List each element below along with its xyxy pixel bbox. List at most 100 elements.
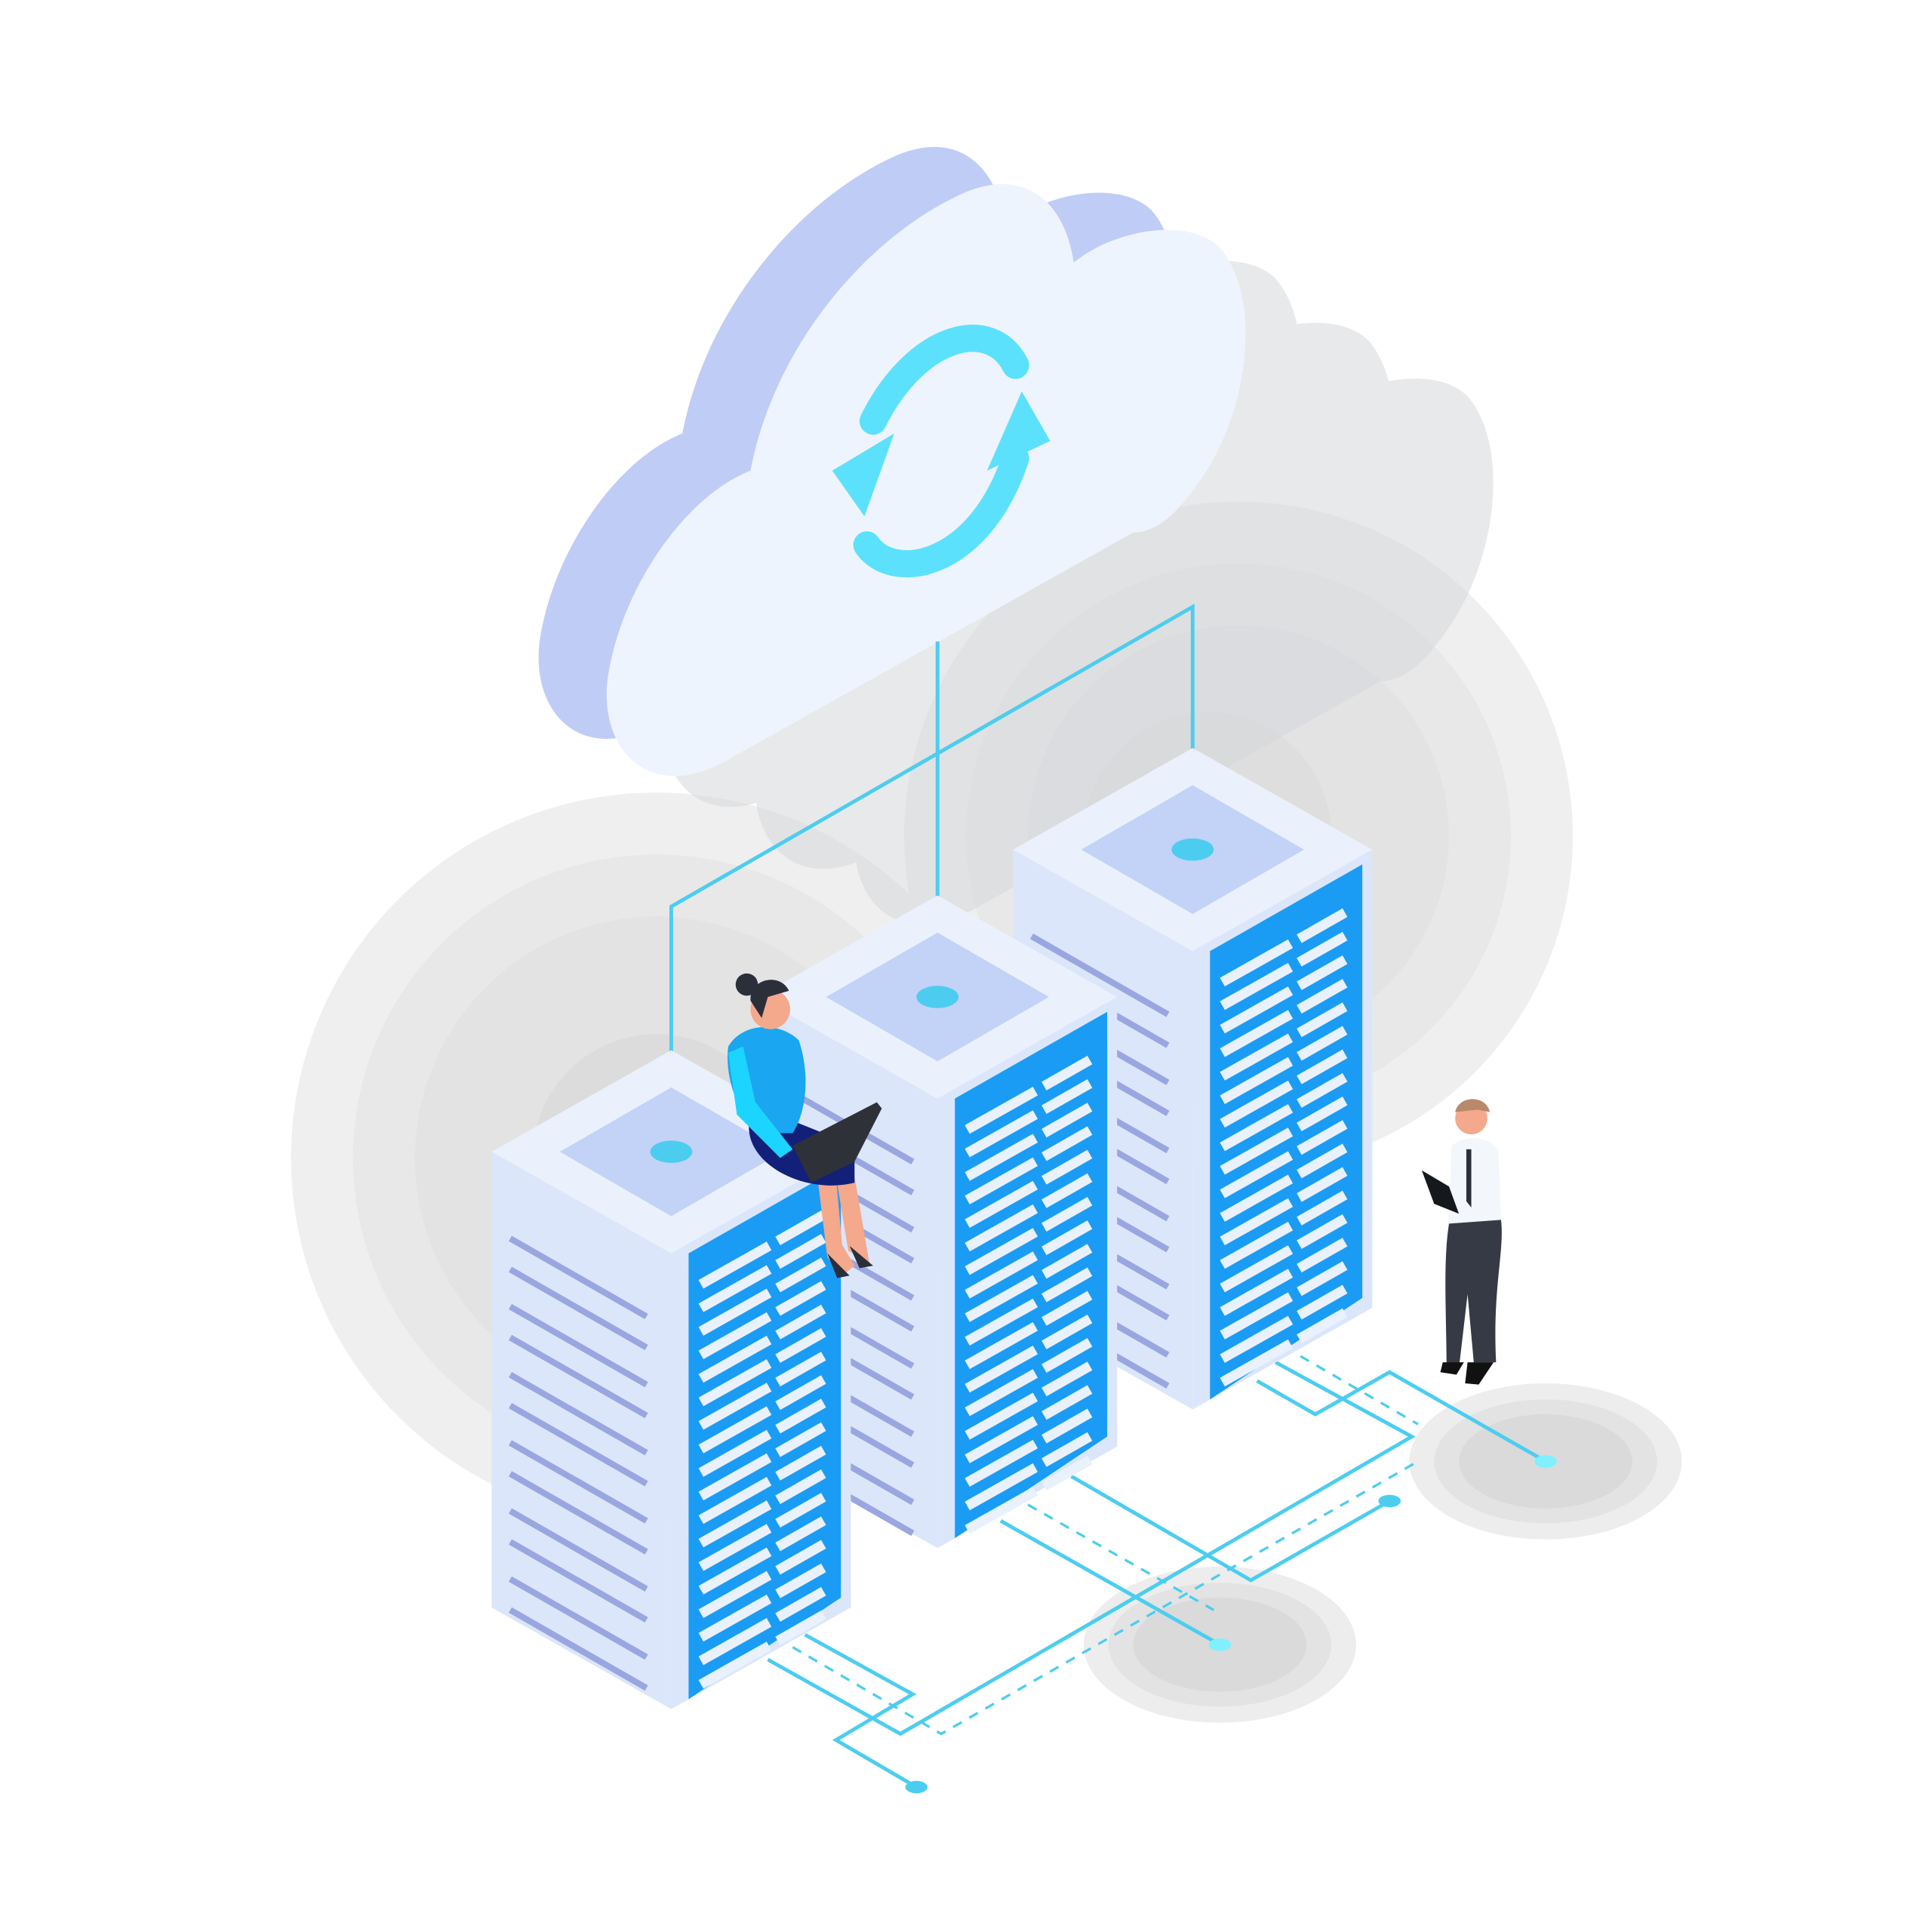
rack-slot bbox=[1220, 1269, 1294, 1316]
rack-slot bbox=[775, 1398, 826, 1434]
rack-slot bbox=[964, 1110, 1038, 1158]
rack-slot bbox=[1041, 1103, 1093, 1138]
rack-slot bbox=[1220, 1339, 1294, 1387]
rack-slot bbox=[775, 1611, 826, 1646]
rack-slot bbox=[1220, 1057, 1294, 1104]
rack-connector bbox=[1171, 838, 1214, 861]
rack-slot bbox=[1220, 1033, 1294, 1081]
rack-slot bbox=[698, 1547, 772, 1595]
rack-slot bbox=[698, 1571, 772, 1618]
rack-slot bbox=[775, 1540, 826, 1575]
cloud-face bbox=[606, 184, 1246, 777]
rack-slot bbox=[1297, 1026, 1348, 1061]
rack-slot bbox=[775, 1493, 826, 1528]
rack-slot bbox=[1041, 1244, 1093, 1279]
rack-slot bbox=[1297, 1120, 1348, 1155]
rack-slot bbox=[1220, 1315, 1294, 1363]
rack-slot bbox=[1297, 1284, 1348, 1320]
rack-slot bbox=[1297, 908, 1348, 943]
rack-slot bbox=[1041, 1432, 1093, 1467]
rack-connector bbox=[916, 986, 959, 1008]
rack-slot bbox=[775, 1352, 826, 1387]
rack-slot bbox=[964, 1228, 1038, 1275]
rack-slot bbox=[1041, 1455, 1093, 1491]
rack-slot bbox=[775, 1327, 826, 1363]
rack-slot bbox=[964, 1275, 1038, 1322]
rack-slot bbox=[698, 1618, 772, 1666]
rack-slot bbox=[1220, 1103, 1294, 1152]
rack-slot bbox=[1220, 962, 1294, 1011]
rack-slot bbox=[1297, 1190, 1348, 1226]
rack-slot bbox=[1297, 1214, 1348, 1249]
rack-slot bbox=[775, 1563, 826, 1598]
rack-slot bbox=[1041, 1055, 1093, 1091]
man-with-tablet bbox=[1421, 1099, 1502, 1385]
rack-slot bbox=[775, 1516, 826, 1552]
rack-slot bbox=[1220, 1245, 1294, 1293]
rack-slot bbox=[1041, 1149, 1093, 1185]
rack-slot bbox=[964, 1439, 1038, 1487]
rack-slot bbox=[1041, 1173, 1093, 1208]
rack-slot bbox=[1220, 986, 1294, 1034]
rack-slot bbox=[1297, 1261, 1348, 1297]
rack-slot bbox=[964, 1157, 1038, 1204]
rack-slot bbox=[1041, 1314, 1093, 1349]
rack-slot bbox=[964, 1416, 1038, 1463]
rack-slot bbox=[1041, 1220, 1093, 1256]
rack-slot bbox=[1297, 1002, 1348, 1038]
cloud bbox=[538, 146, 1494, 925]
rack-slot bbox=[775, 1375, 826, 1411]
rack-slot bbox=[964, 1321, 1038, 1370]
rack-slot bbox=[1041, 1361, 1093, 1397]
rack-slot bbox=[964, 1180, 1038, 1229]
rack-slot bbox=[1297, 955, 1348, 990]
rack-slot bbox=[698, 1312, 772, 1360]
rack-slot bbox=[698, 1406, 772, 1454]
rack-slot bbox=[1220, 939, 1294, 987]
rack-slot bbox=[698, 1265, 772, 1312]
rack-slot bbox=[1041, 1408, 1093, 1444]
rack-slot bbox=[964, 1087, 1038, 1134]
rack-slot bbox=[775, 1422, 826, 1457]
rack-slot bbox=[698, 1359, 772, 1407]
rack-slot bbox=[1220, 1080, 1294, 1128]
rack-slot bbox=[964, 1298, 1038, 1346]
rack-slot bbox=[698, 1453, 772, 1501]
rack-slot bbox=[1297, 1308, 1348, 1343]
rack-slot bbox=[964, 1345, 1038, 1393]
rack-slot bbox=[1297, 1049, 1348, 1084]
rack-slot bbox=[964, 1134, 1038, 1181]
rack-slot bbox=[1297, 1097, 1348, 1132]
woman-with-laptop bbox=[728, 973, 882, 1278]
rack-slot bbox=[964, 1369, 1038, 1417]
rack-slot bbox=[1220, 1198, 1294, 1246]
rack-connector bbox=[650, 1140, 693, 1163]
rack-slot bbox=[698, 1288, 772, 1336]
rack-slot bbox=[1220, 1010, 1294, 1057]
rack-slot bbox=[1041, 1126, 1093, 1161]
rack-slot bbox=[698, 1524, 772, 1571]
rack-slot bbox=[1220, 1128, 1294, 1175]
rack-slot bbox=[964, 1251, 1038, 1299]
rack-slot bbox=[1297, 1143, 1348, 1179]
rack-slot bbox=[1220, 1292, 1294, 1340]
rack-slot bbox=[1041, 1338, 1093, 1374]
rack-slot bbox=[1041, 1291, 1093, 1326]
rack-slot bbox=[1220, 1151, 1294, 1198]
rack-slot bbox=[1041, 1079, 1093, 1115]
rack-slot bbox=[698, 1241, 772, 1289]
rack-slot bbox=[964, 1392, 1038, 1440]
rack-slot bbox=[964, 1487, 1038, 1534]
rack-slot bbox=[1041, 1385, 1093, 1420]
rack-slot bbox=[1297, 1072, 1348, 1108]
rack-slot bbox=[775, 1586, 826, 1622]
rack-slot bbox=[1297, 979, 1348, 1014]
connection-nodes bbox=[905, 1455, 1557, 1794]
rack-slot bbox=[698, 1476, 772, 1524]
rack-slot bbox=[775, 1445, 826, 1481]
rack-slot bbox=[1041, 1267, 1093, 1303]
rack-slot bbox=[1220, 1221, 1294, 1269]
sync-icon bbox=[832, 325, 1051, 578]
rack-slot bbox=[775, 1281, 826, 1316]
rack-slot bbox=[698, 1429, 772, 1477]
